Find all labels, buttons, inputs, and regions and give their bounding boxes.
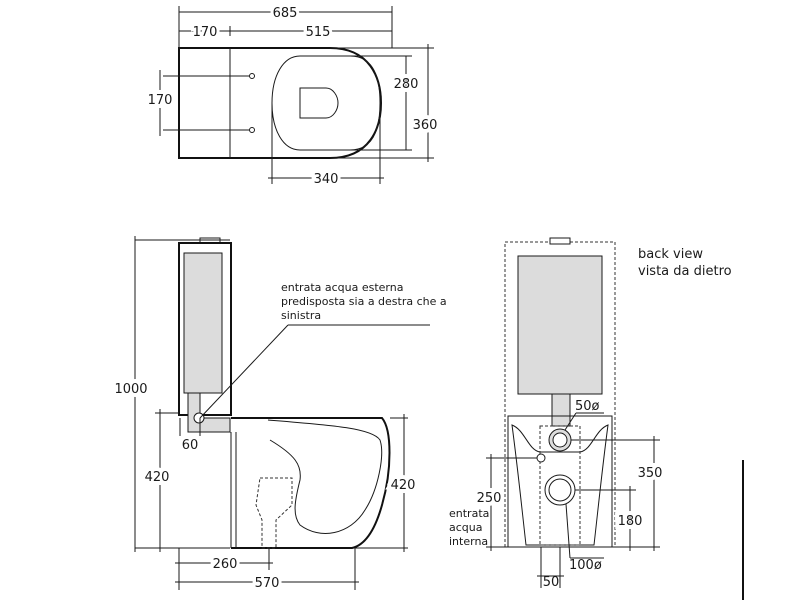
internal-label-1: entrata: [449, 507, 489, 520]
note-leader: [199, 324, 289, 419]
dim-260: 260: [213, 557, 238, 572]
tank-inner: [183, 252, 223, 394]
dim-350: 350: [638, 466, 663, 481]
bowl-inner: [267, 419, 383, 534]
dim-250: 250: [477, 491, 502, 506]
dim-60: 60: [182, 438, 199, 453]
top-view-outline: [178, 47, 383, 159]
internal-inlet: [536, 453, 546, 463]
top-view: 685 170 515 170 280 360 340: [144, 3, 442, 190]
internal-label-3: interna: [449, 535, 488, 548]
dim-280: 280: [394, 77, 419, 92]
back-pipe: [551, 393, 571, 427]
dim-50: 50: [543, 575, 560, 590]
dim-1000: 1000: [114, 382, 147, 397]
side-view: 1000 60 420 420 260 570 entrata acqua es…: [110, 236, 447, 594]
back-view-title-en: back view: [638, 247, 703, 262]
back-bowl: [511, 424, 609, 546]
seat-opening: [299, 87, 339, 119]
back-view-title-it: vista da dietro: [638, 264, 732, 279]
inlet-valve: [193, 412, 205, 424]
dim-170-top: 170: [193, 25, 218, 40]
note-line-3: sinistra: [281, 309, 321, 322]
dim-515: 515: [306, 25, 331, 40]
dim-100-diameter: 100ø: [569, 558, 602, 573]
fixing-hole-bottom: [249, 127, 255, 133]
internal-label-2: acqua: [449, 521, 482, 534]
dim-420-left: 420: [145, 470, 170, 485]
note-line-1: entrata acqua esterna: [281, 281, 403, 294]
dim-360: 360: [413, 118, 438, 133]
back-tank: [517, 255, 603, 395]
dim-340: 340: [314, 172, 339, 187]
seat-outline: [271, 55, 381, 151]
back-view: 50ø 350 180 250 entrata acqua interna 10…: [449, 237, 732, 590]
back-tank-cap: [549, 237, 571, 245]
dim-570: 570: [255, 576, 280, 591]
note-line-2: predisposta sia a destra che a: [281, 295, 447, 308]
trap: [255, 477, 293, 549]
dim-170-left: 170: [148, 93, 173, 108]
fixing-hole-top: [249, 73, 255, 79]
dim-420-right: 420: [391, 478, 416, 493]
bowl-outline: [231, 417, 391, 549]
dim-685: 685: [273, 6, 298, 21]
dim-180: 180: [618, 514, 643, 529]
dim-50-diameter: 50ø: [575, 399, 600, 414]
